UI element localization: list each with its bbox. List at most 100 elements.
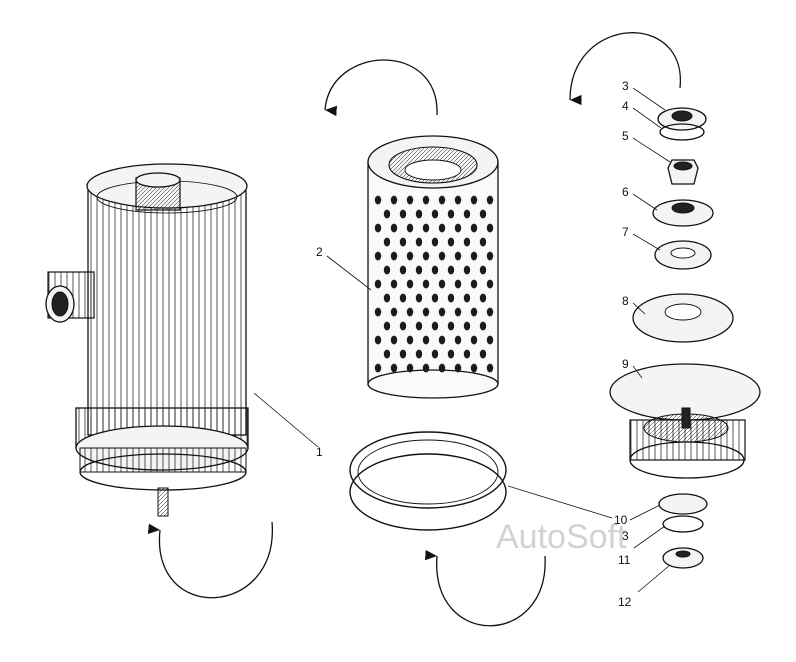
perforation-hole [470, 335, 478, 345]
perforation-hole [447, 209, 455, 219]
perforation-hole [374, 307, 382, 317]
perforation-hole [454, 279, 462, 289]
perforation-hole [374, 363, 382, 373]
seal-11 [662, 515, 704, 533]
dust-cup-9 [609, 363, 761, 479]
perforation-hole [415, 209, 423, 219]
assembly-arrows [147, 32, 681, 627]
perforation-hole [383, 209, 391, 219]
perforation-hole [486, 223, 494, 233]
perforation-hole [470, 223, 478, 233]
perforation-hole [438, 251, 446, 261]
perforation-hole [486, 363, 494, 373]
perforation-hole [447, 321, 455, 331]
perforation-hole [438, 223, 446, 233]
perforation-hole [438, 363, 446, 373]
perforation-hole [431, 237, 439, 247]
perforation-hole [422, 279, 430, 289]
perforation-hole [383, 237, 391, 247]
perforation-hole [390, 223, 398, 233]
perforation-hole [486, 335, 494, 345]
callout-5: 5 [622, 129, 629, 143]
perforation-hole [486, 195, 494, 205]
perforation-hole [399, 265, 407, 275]
perforation-hole [390, 307, 398, 317]
perforation-hole [486, 251, 494, 261]
perforation-hole [422, 307, 430, 317]
arrow-housing-install [147, 521, 273, 599]
cover-plate-8 [632, 293, 734, 343]
arrow-ring-install [424, 549, 546, 627]
perforation-hole [479, 321, 487, 331]
callout-11: 11 [618, 553, 631, 567]
perforation-hole [415, 293, 423, 303]
perforation-hole [470, 363, 478, 373]
perforation-hole [447, 293, 455, 303]
watermark-text: AutoSoft [496, 518, 627, 556]
perforation-hole [463, 349, 471, 359]
seal-7 [654, 240, 712, 270]
perforation-hole [447, 237, 455, 247]
perforation-hole [406, 363, 414, 373]
perforation-hole [374, 251, 382, 261]
perforation-hole [406, 335, 414, 345]
perforation-hole [470, 251, 478, 261]
callout-7: 7 [622, 225, 629, 239]
callout-10: 10 [614, 513, 628, 527]
perforation-hole [447, 265, 455, 275]
perforation-hole [374, 223, 382, 233]
arrow-element-install [324, 59, 438, 117]
callout-1: 1 [316, 445, 323, 459]
perforation-hole [470, 307, 478, 317]
perforation-hole [422, 335, 430, 345]
perforation-hole [454, 223, 462, 233]
perforation-hole [479, 237, 487, 247]
perforation-hole [390, 195, 398, 205]
perforation-hole [415, 237, 423, 247]
perforation-hole [399, 321, 407, 331]
perforation-hole [463, 265, 471, 275]
perforation-hole [390, 363, 398, 373]
perforation-hole [399, 349, 407, 359]
perforation-hole [383, 321, 391, 331]
perforation-hole [454, 307, 462, 317]
perforation-hole [463, 237, 471, 247]
perforation-hole [431, 349, 439, 359]
perforation-hole [422, 363, 430, 373]
perforation-hole [406, 223, 414, 233]
callout-labels: 1 2 3 4 5 6 7 8 9 10 3 11 12 [316, 79, 632, 609]
washer-3 [657, 107, 707, 131]
perforation-hole [431, 265, 439, 275]
perforation-hole [431, 293, 439, 303]
perforation-hole [399, 209, 407, 219]
perforation-hole [431, 209, 439, 219]
perforation-hole [390, 335, 398, 345]
perforation-hole [415, 321, 423, 331]
perforation-hole [399, 293, 407, 303]
perforation-hole [374, 335, 382, 345]
perforation-hole [438, 335, 446, 345]
gasket-ring-10 [349, 431, 507, 531]
callout-3-lower: 3 [622, 529, 629, 543]
callout-12: 12 [618, 595, 632, 609]
perforation-hole [390, 251, 398, 261]
perforation-hole [399, 237, 407, 247]
perforation-hole [383, 293, 391, 303]
perforation-hole [390, 279, 398, 289]
perforation-hole [374, 195, 382, 205]
perforation-hole [470, 279, 478, 289]
air-cleaner-housing [45, 163, 249, 517]
perforation-hole [454, 251, 462, 261]
perforation-hole [454, 363, 462, 373]
perforation-hole [486, 279, 494, 289]
perforation-hole [479, 209, 487, 219]
callout-2: 2 [316, 245, 323, 259]
perforation-hole [422, 251, 430, 261]
nut-5 [667, 159, 699, 185]
perforation-hole [415, 349, 423, 359]
perforation-hole [479, 265, 487, 275]
leader-lines [253, 87, 671, 593]
perforation-hole [415, 265, 423, 275]
